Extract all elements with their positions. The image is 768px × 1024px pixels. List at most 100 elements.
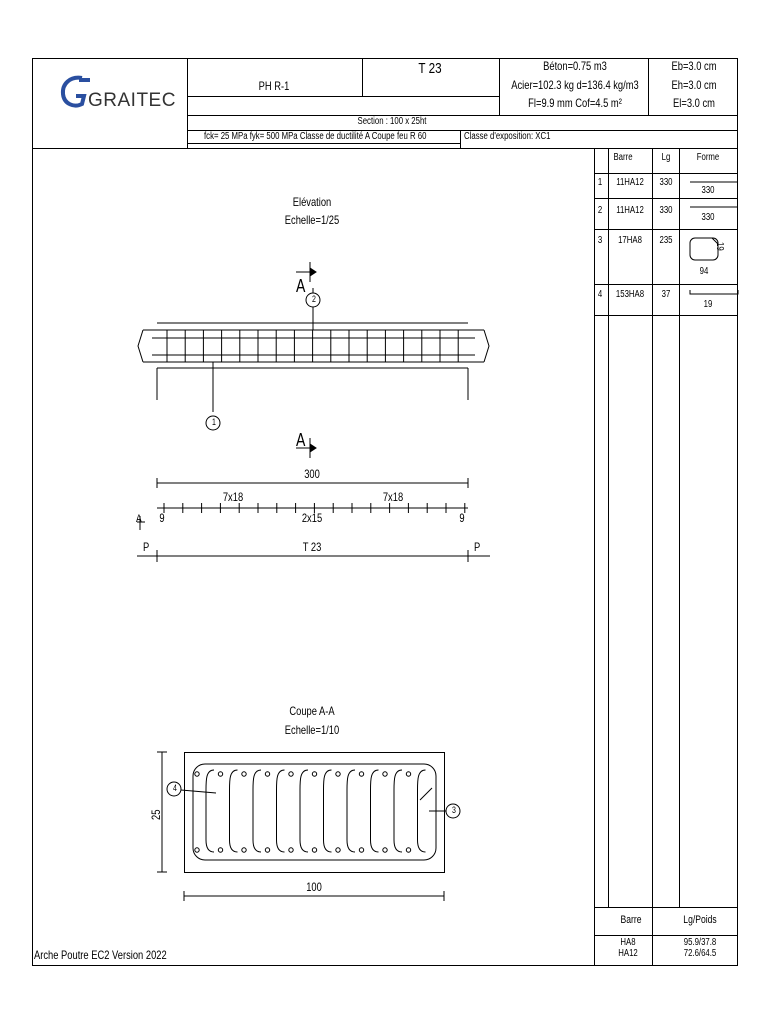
section-link-bar <box>299 769 309 853</box>
elevation-title: Elévation <box>292 195 332 209</box>
acier-weight: Acier=102.3 kg d=136.4 kg/m3 <box>511 78 639 92</box>
cover-el: El=3.0 cm <box>673 96 715 110</box>
materials-info: fck= 25 MPa fyk= 500 MPa Classe de ducti… <box>204 131 427 142</box>
dimension-right-spacing: 7x18 <box>382 490 404 504</box>
callout-circle-2 <box>305 292 321 308</box>
section-link-bar <box>323 769 332 853</box>
bottom-rebar-dot <box>358 847 365 853</box>
callout-1-label: 1 <box>212 417 216 427</box>
elevation-section-mark: A <box>296 276 306 296</box>
top-rebar-dot <box>405 771 412 777</box>
bottom-rebar-dot <box>241 847 247 853</box>
support-right: P <box>474 540 481 554</box>
bottom-rebar-dot <box>288 847 294 853</box>
section-link-bar <box>276 769 285 853</box>
summary-row-value: 72.6/64.5 <box>683 948 717 959</box>
callout-circle-3 <box>445 803 461 819</box>
sheet-border <box>32 58 738 966</box>
section-height-dim: 25 <box>149 809 163 820</box>
dimension-side-mark: A <box>136 513 142 525</box>
top-rebar-dot <box>241 771 247 777</box>
bar-row-form-dim-vertical: 19 <box>714 242 725 251</box>
top-rebar-dot <box>288 771 294 777</box>
dimension-left-spacing: 7x18 <box>222 490 244 504</box>
callout-circle-4 <box>166 781 182 797</box>
bar-row-lg: 37 <box>661 289 671 300</box>
cover-eb: Eb=3.0 cm <box>671 59 717 73</box>
bar-row-bar: 153HA8 <box>615 289 645 300</box>
span-label: T 23 <box>302 540 322 554</box>
summary-header-value: Lg/Poids <box>683 914 717 926</box>
bottom-rebar-dot <box>405 847 412 853</box>
beton-volume: Béton=0.75 m3 <box>543 59 607 73</box>
section-link-bar <box>417 769 426 853</box>
dimension-total: 300 <box>304 467 320 481</box>
dimension-section-mark: A <box>296 430 306 450</box>
dimension-lines <box>137 438 490 562</box>
bar-table-header-form: Forme <box>696 152 720 163</box>
callout-circle-1 <box>205 415 221 431</box>
cover-eh: Eh=3.0 cm <box>671 78 717 92</box>
dimension-middle-spacing: 2x15 <box>301 511 323 525</box>
cross-section-drawing <box>157 751 446 901</box>
bottom-rebar-dot <box>264 847 271 853</box>
bar-row-num: 3 <box>597 235 603 246</box>
top-rebar-dot <box>358 771 365 777</box>
bottom-rebar-dot <box>217 847 224 853</box>
top-rebar-dot <box>217 771 224 777</box>
elevation-stirrups <box>166 330 459 362</box>
section-width-dim: 100 <box>306 880 322 894</box>
section-link-bar <box>346 769 356 853</box>
top-rebar-dot <box>194 771 200 777</box>
bar-row-form-dim: 94 <box>699 266 709 277</box>
bar-row-form-dim: 330 <box>701 185 715 196</box>
top-rebar-dot <box>382 771 388 777</box>
bar-table-header-bar: Barre <box>613 152 633 163</box>
graitec-logo-icon <box>60 75 90 108</box>
summary-row-bar: HA8 <box>620 937 636 948</box>
bar-row-lg: 330 <box>659 205 673 216</box>
bottom-rebar-dot <box>382 847 388 853</box>
callout-2-label: 2 <box>312 294 316 304</box>
bottom-rebar-dot <box>311 847 318 853</box>
section-size: Section : 100 x 25ht <box>357 116 427 127</box>
dimension-ticks <box>163 503 466 513</box>
section-link-bar <box>229 769 238 853</box>
callout-3-label: 3 <box>452 805 456 815</box>
section-link-bar <box>370 769 379 853</box>
exposure-class: Classe d'exposition: XC1 <box>464 131 551 142</box>
section-links <box>194 769 426 853</box>
bar-shape-sketches <box>689 181 739 295</box>
elevation-drawing <box>137 322 490 400</box>
section-link-bar <box>205 769 215 853</box>
section-link-bar <box>393 769 403 853</box>
callout-4-label: 4 <box>173 783 177 793</box>
section-title: Coupe A-A <box>289 704 335 718</box>
elevation-scale: Echelle=1/25 <box>284 213 340 227</box>
bar-row-num: 2 <box>597 205 603 216</box>
summary-header-bar: Barre <box>620 914 642 926</box>
bar-row-num: 1 <box>597 177 603 188</box>
bar-row-lg: 330 <box>659 177 673 188</box>
bar-row-bar: 17HA8 <box>618 235 642 246</box>
fl-cof: Fl=9.9 mm Cof=4.5 m² <box>528 96 622 110</box>
top-rebar-dot <box>335 771 341 777</box>
summary-row-value: 95.9/37.8 <box>683 937 717 948</box>
company-logo-text: GRAITEC <box>88 90 176 111</box>
element-id: T 23 <box>418 60 442 77</box>
bottom-rebar-dot <box>194 847 200 853</box>
bar-row-form-dim: 19 <box>703 299 713 310</box>
dimension-left-end: 9 <box>159 511 165 525</box>
section-link-bar <box>252 769 262 853</box>
software-version: Arche Poutre EC2 Version 2022 <box>34 948 167 962</box>
element-name: PH R-1 <box>258 79 290 93</box>
bar-row-bar: 11HA12 <box>616 205 644 216</box>
top-rebar-dot <box>264 771 271 777</box>
top-rebar-dot <box>311 771 318 777</box>
bar-row-lg: 235 <box>659 235 673 246</box>
dimension-right-end: 9 <box>459 511 465 525</box>
bar-row-bar: 11HA12 <box>616 177 644 188</box>
section-scale: Echelle=1/10 <box>284 723 340 737</box>
bar-row-num: 4 <box>597 289 603 300</box>
